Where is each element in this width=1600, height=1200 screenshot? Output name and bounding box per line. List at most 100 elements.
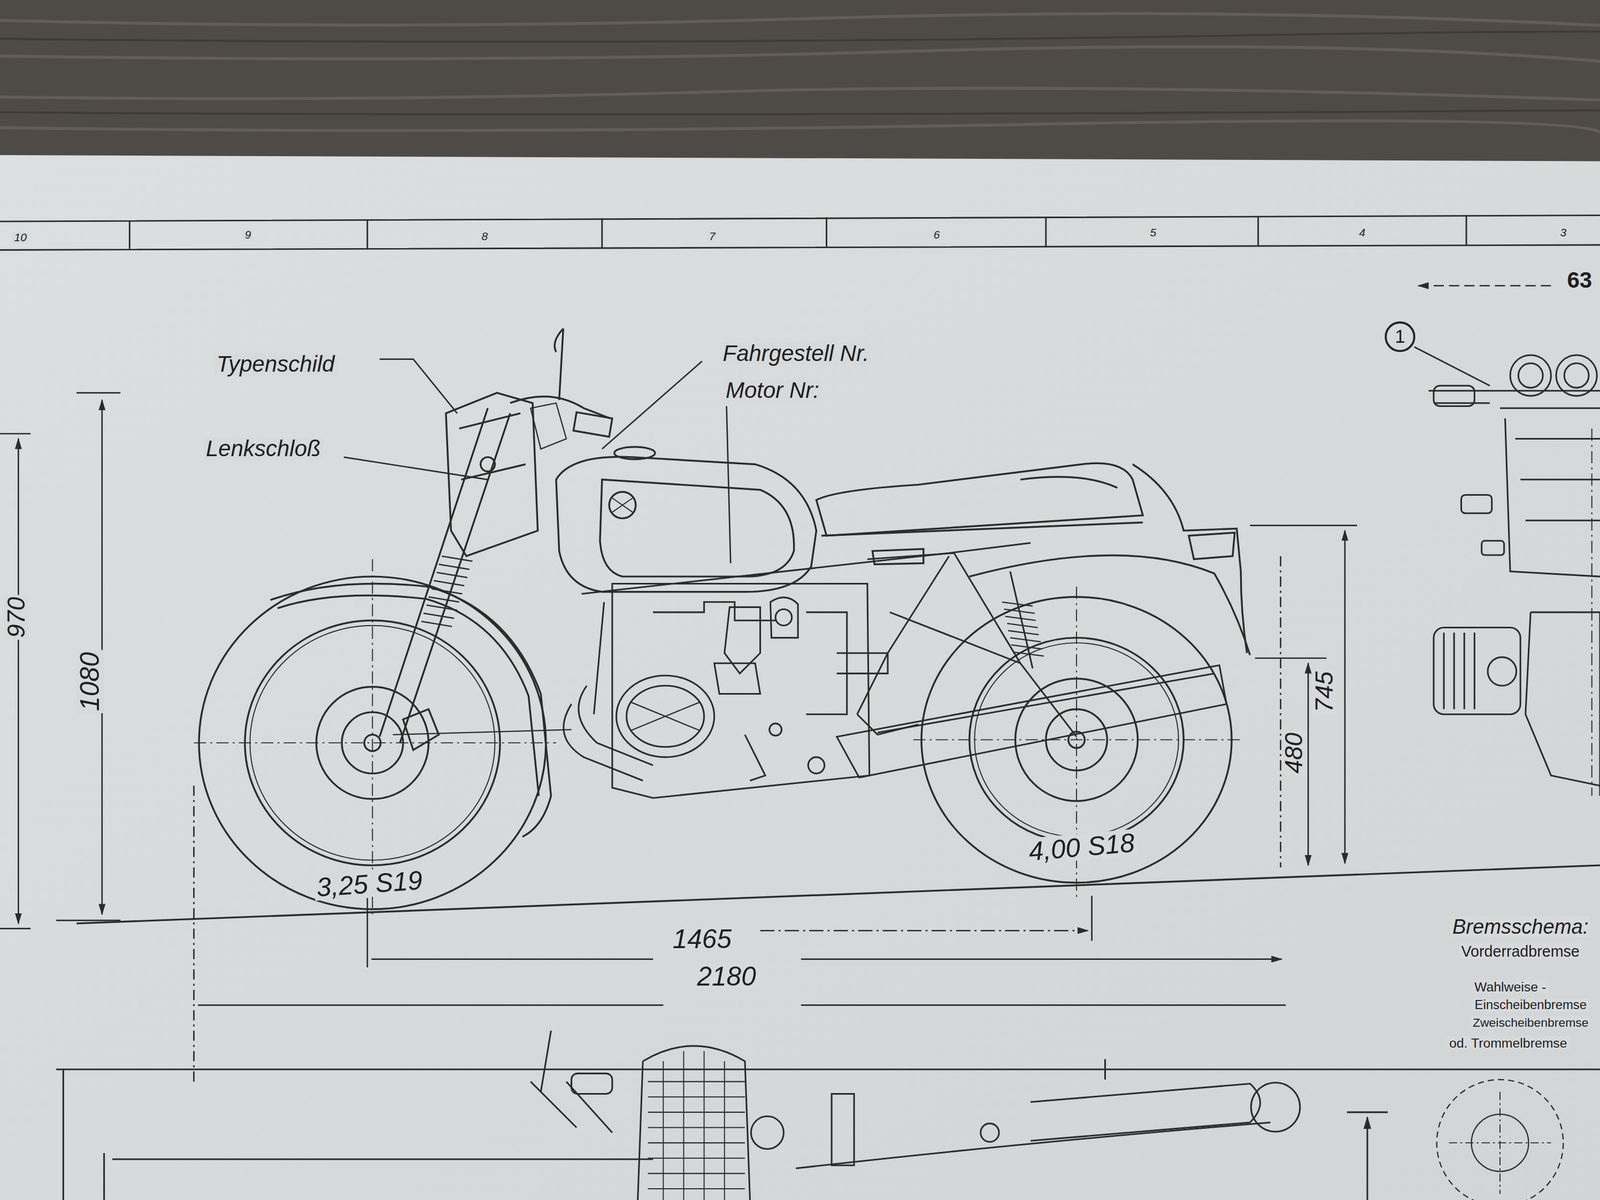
- dimension-value: 63: [1565, 269, 1595, 292]
- dimension-lines: [1418, 285, 1557, 287]
- dimension-lines: [193, 785, 195, 1082]
- headlight-and-bars: [445, 328, 613, 557]
- dimension-value: 1465: [670, 925, 734, 953]
- note-text: Vorderradbremse: [1459, 943, 1582, 959]
- engine-and-exhaust: [805, 612, 847, 715]
- note-text: od. Trommelbremse: [1447, 1036, 1569, 1050]
- front-view: [1564, 363, 1589, 388]
- leader-lines: [602, 360, 703, 449]
- ruler-number: 10: [12, 232, 29, 244]
- dimension-lines: [17, 439, 20, 924]
- engine-and-exhaust: [808, 757, 825, 774]
- ruler-number: 3: [1558, 227, 1569, 239]
- engine-and-exhaust: [836, 665, 1227, 778]
- frame-tubes: [857, 556, 950, 715]
- front-view: [1525, 612, 1600, 796]
- top-view: [637, 1045, 751, 1200]
- note-text: Zweischeibenbremse: [1470, 1016, 1591, 1029]
- top-view: [1436, 1079, 1564, 1200]
- part-label: Typenschild: [214, 352, 337, 376]
- frame-tubes: [594, 602, 605, 715]
- top-view: [648, 1081, 745, 1189]
- front-fork: [421, 556, 473, 627]
- top-view: [1449, 1091, 1552, 1195]
- top-view: [831, 1094, 855, 1166]
- headlight-and-bars: [480, 457, 496, 472]
- front-view: [1460, 494, 1492, 513]
- seat-and-tail: [1020, 477, 1118, 488]
- callout-circle: 1: [1384, 321, 1415, 352]
- dimension-lines: [56, 393, 121, 921]
- dimension-lines: [76, 865, 1600, 924]
- front-view: [1433, 627, 1521, 715]
- wood-table: [0, 0, 1600, 174]
- callout-number: 1: [1394, 327, 1405, 346]
- front-view: [1433, 385, 1475, 406]
- top-view: [56, 1069, 1600, 1200]
- front-view: [1428, 355, 1600, 796]
- note-text: Einscheibenbremse: [1472, 998, 1589, 1012]
- seat-and-tail: [1188, 532, 1235, 560]
- wood-table: [0, 0, 1600, 174]
- paper-sheet: [0, 155, 1600, 1200]
- engine-and-exhaust: [612, 583, 870, 798]
- headlight-and-bars: [459, 413, 526, 480]
- front-view: [1428, 390, 1600, 404]
- engine-and-exhaust: [626, 685, 705, 747]
- front-view: [1591, 428, 1593, 796]
- ruler-number: 5: [1148, 227, 1159, 239]
- part-label: Motor Nr:: [723, 379, 822, 403]
- rear-wheel: [913, 586, 1241, 898]
- dimension-lines: [0, 285, 1600, 1082]
- engine-and-exhaust: [578, 685, 653, 766]
- engine-and-exhaust: [652, 602, 776, 621]
- top-view: [1104, 1059, 1106, 1080]
- top-view: [795, 1122, 1271, 1169]
- wood-table: [0, 31, 1600, 115]
- dimension-lines: [1307, 663, 1310, 866]
- engine-and-exhaust: [769, 723, 782, 736]
- dimension-lines: [197, 1004, 1286, 1006]
- front-view: [1481, 540, 1505, 556]
- note-heading: Bremsschema:: [1450, 916, 1591, 937]
- leader-lines: [343, 347, 1490, 564]
- top-view: [530, 1030, 613, 1133]
- paper-sheet: [0, 155, 1600, 1200]
- front-view: [1510, 355, 1551, 396]
- engine-and-exhaust: [836, 652, 888, 674]
- dimension-value: 970: [4, 594, 29, 640]
- fuel-tank: [556, 447, 817, 592]
- fuel-tank: [612, 497, 633, 513]
- headlight-and-bars: [573, 412, 613, 437]
- leader-lines: [726, 405, 732, 564]
- headlight-and-bars: [554, 328, 564, 400]
- front-view: [1556, 355, 1597, 396]
- rear-wheel: [913, 555, 1251, 898]
- dimension-lines: [371, 958, 1282, 960]
- front-view: [1515, 439, 1600, 521]
- ruler-number: 9: [242, 228, 253, 241]
- part-label: Fahrgestell Nr.: [720, 342, 872, 366]
- engine-and-exhaust: [616, 675, 715, 758]
- ruler-number: 4: [1357, 227, 1368, 239]
- rear-shock: [1002, 571, 1044, 669]
- dimension-lines: [760, 929, 1089, 932]
- headlight-and-bars: [445, 393, 538, 557]
- engine-and-exhaust: [563, 583, 1227, 798]
- top-view: [1347, 1111, 1388, 1113]
- dimension-lines: [1250, 525, 1358, 659]
- top-view: [1030, 1083, 1260, 1141]
- engine-and-exhaust: [630, 702, 700, 731]
- engine-and-exhaust: [775, 609, 792, 626]
- ruler-number: 6: [931, 228, 942, 241]
- top-view: [103, 1152, 105, 1200]
- engine-and-exhaust: [563, 704, 643, 781]
- front-view: [1500, 408, 1600, 577]
- top-view: [980, 1123, 999, 1142]
- top-view: [571, 1073, 613, 1094]
- ruler-band: [0, 215, 1600, 251]
- ruler-band: [129, 215, 1467, 250]
- ruler-number: 7: [706, 231, 718, 243]
- frame-tubes: [867, 552, 1077, 737]
- frame-tubes: [581, 542, 1077, 737]
